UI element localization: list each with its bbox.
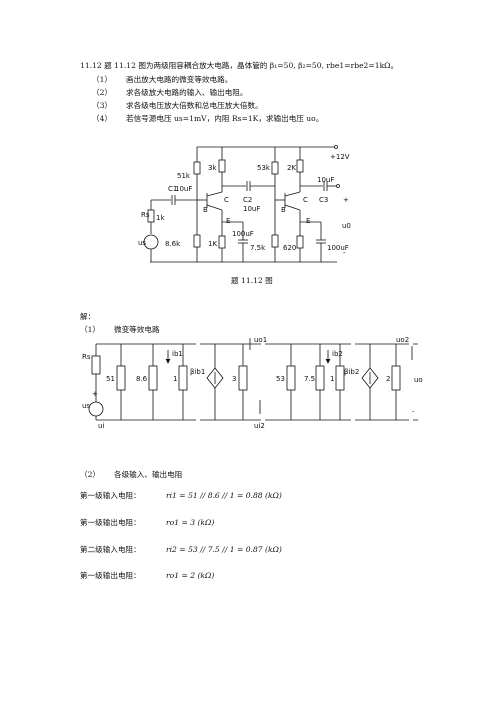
eq-label-us: us <box>82 402 90 410</box>
label-c2-value: 10uF <box>243 205 260 213</box>
problem-title: 11.12 题 11.12 图为两级阻容耦合放大电路，晶体管的 β₁=50, β… <box>80 61 399 70</box>
label-rb1: 51k <box>177 172 191 180</box>
label-plus: + <box>343 196 349 204</box>
label-re2: 620 <box>283 244 296 252</box>
label-e2: E <box>306 217 310 225</box>
eq-label-bib1: βib1 <box>190 368 205 376</box>
label-re1: 1K <box>208 240 217 248</box>
eq-label-r51: 51 <box>106 375 115 383</box>
eq-label-minus: - <box>412 408 415 416</box>
label-rc2: 2K <box>287 164 296 172</box>
eq-label-uo2: uo2 <box>396 336 409 344</box>
eq-label-ib1: ib1 <box>172 350 183 358</box>
result-row-3: 第二级输入电阻：ri2 = 53 // 7.5 // 1 = 0.87 (kΩ) <box>80 545 282 554</box>
eq-label-rs: Rs <box>82 353 91 361</box>
eq-label-r53: 53 <box>276 375 285 383</box>
label-c1-value: 10uF <box>175 185 192 193</box>
eq-label-uo: uo <box>414 376 423 384</box>
eq-label-r1a: 1 <box>173 375 177 383</box>
label-rs: Rs <box>141 211 150 219</box>
label-rb21: 53k <box>257 164 271 172</box>
circuit-caption: 题 11.12 图 <box>231 276 273 285</box>
eq-label-r75: 7.5 <box>304 375 315 383</box>
label-c1: C1 <box>168 185 177 193</box>
eq-label-r2: 2 <box>386 375 390 383</box>
label-collector1: C <box>224 196 229 204</box>
label-ce2: 100uF <box>327 244 349 252</box>
eq-label-ib2: ib2 <box>332 350 343 358</box>
label-c2: C2 <box>243 196 252 204</box>
eq-label-r86: 8.6 <box>136 375 148 383</box>
solution-step2: （2）各级输入、输出电阻 <box>80 470 183 479</box>
label-c3: C3 <box>319 196 328 204</box>
circuit-schematic: +12V 51k 3k 53k 2K C1 10uF C2 10uF C3 10… <box>138 145 351 263</box>
label-rb12: 8.6k <box>165 240 181 248</box>
label-vcc: +12V <box>330 153 350 161</box>
eq-label-plus: + <box>92 390 98 398</box>
label-collector2: C <box>303 196 308 204</box>
eq-label-r3: 3 <box>232 375 236 383</box>
problem-item-4: （4）若信号源电压 us=1mV，内阻 Rs=1K，求输出电压 uo。 <box>92 114 324 123</box>
label-b1: B <box>203 206 208 214</box>
label-rs-value: 1k <box>156 214 165 222</box>
problem-item-1: （1）画出放大电路的微变等效电路。 <box>92 75 233 84</box>
eq-label-ui: ui <box>98 422 104 430</box>
result-row-1: 第一级输入电阻：ri1 = 51 // 8.6 // 1 = 0.88 (kΩ) <box>80 491 282 500</box>
result-row-2: 第一级输出电阻：ro1 = 3 (kΩ) <box>80 518 215 527</box>
solution-label: 解： <box>80 312 96 321</box>
result-row-4: 第一级输出电阻：ro1 = 2 (kΩ) <box>80 571 215 580</box>
label-c3-value: 10uF <box>317 176 334 184</box>
label-e1: E <box>226 217 230 225</box>
label-minus: - <box>343 249 346 257</box>
solution-step1: （1）微变等效电路 <box>80 325 160 334</box>
problem-item-2: （2）求各级放大电路的输入、输出电阻。 <box>92 88 248 97</box>
label-ce1: 100uF <box>232 230 254 238</box>
label-rc1: 3k <box>208 164 217 172</box>
equivalent-circuit: Rs 51 8.6 1 ib1 βib1 3 53 7.5 1 ib2 βib2… <box>82 336 423 430</box>
label-us: us <box>138 239 146 247</box>
label-b2: B <box>281 206 286 214</box>
eq-label-bib2: βib2 <box>344 368 359 376</box>
eq-label-uo1: uo1 <box>254 336 267 344</box>
eq-label-r1b: 1 <box>330 375 334 383</box>
eq-label-ui2: ui2 <box>254 422 265 430</box>
label-rb22: 7.5k <box>250 244 266 252</box>
problem-item-3: （3）求各级电压放大倍数和总电压放大倍数。 <box>92 101 263 110</box>
label-uo: u0 <box>342 222 351 230</box>
